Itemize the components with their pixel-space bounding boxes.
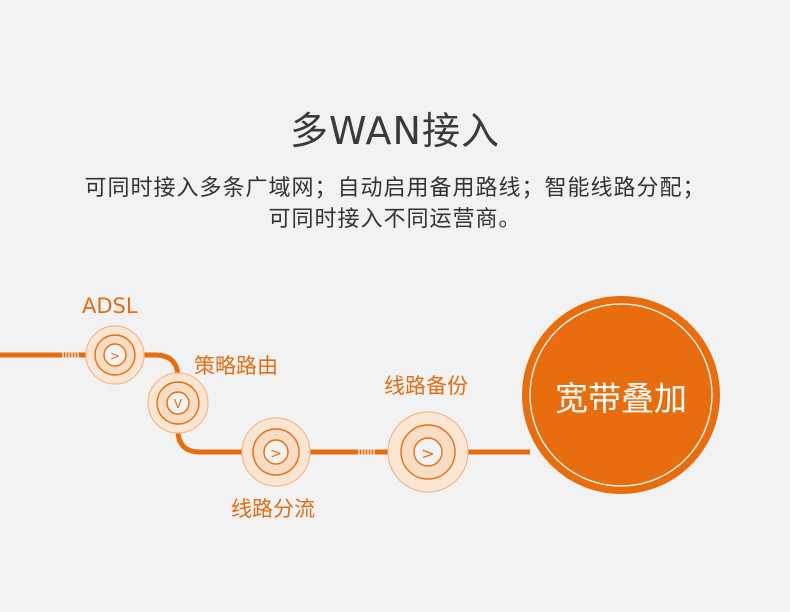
- broadband-aggregation-circle: [522, 296, 720, 494]
- label-line-backup: 线路备份: [384, 374, 468, 398]
- node-backup: >: [387, 411, 469, 493]
- node-split-glyph: >: [270, 446, 282, 462]
- line-hash-left: [62, 352, 79, 358]
- description-line-2: 可同时接入不同运营商。: [268, 207, 522, 232]
- node-policy-glyph: V: [174, 397, 183, 411]
- description-line-1: 可同时接入多条广域网；自动启用备用路线；智能线路分配；: [84, 176, 706, 201]
- center-label: 宽带叠加: [555, 379, 687, 418]
- label-adsl: ADSL: [82, 294, 138, 318]
- node-policy: V: [147, 372, 209, 434]
- node-split: >: [241, 417, 311, 487]
- page-title: 多WAN接入: [290, 109, 500, 153]
- node-adsl-glyph: >: [110, 349, 120, 363]
- node-adsl: >: [85, 325, 145, 385]
- label-policy-routing: 策略路由: [194, 354, 278, 378]
- label-line-split: 线路分流: [231, 497, 315, 521]
- line-hash-right: [358, 449, 375, 455]
- node-backup-glyph: >: [421, 444, 434, 463]
